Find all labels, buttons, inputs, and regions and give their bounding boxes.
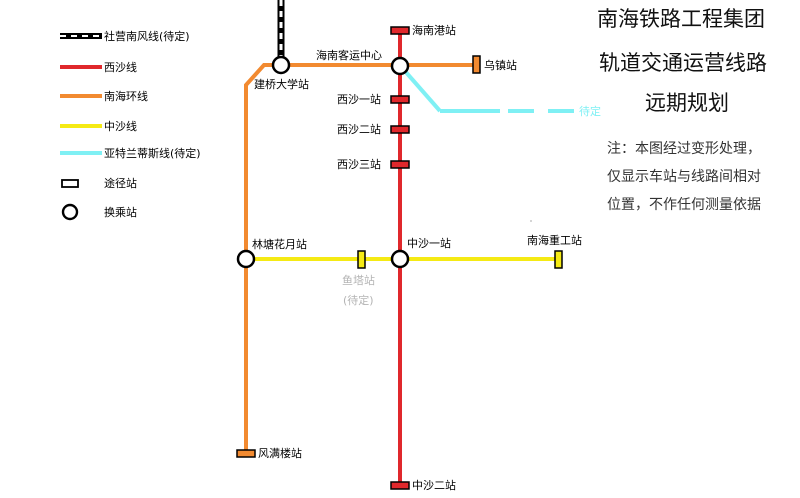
legend-regular-station-label: 途径站 bbox=[104, 177, 137, 190]
station-label-hainangang[interactable]: 海南港站 bbox=[412, 24, 456, 37]
title-line-1: 南海铁路工程集团 bbox=[597, 7, 765, 31]
station-label-jianqiao[interactable]: 建桥大学站 bbox=[254, 78, 309, 91]
station-marker-hainangang[interactable] bbox=[390, 26, 410, 35]
transfer-marker-lintang[interactable] bbox=[236, 249, 256, 269]
station-label-zhongsha1[interactable]: 中沙一站 bbox=[407, 237, 451, 250]
title-line-2: 轨道交通运营线路 bbox=[599, 51, 767, 75]
station-label-xisha1[interactable]: 西沙一站 bbox=[337, 93, 381, 106]
station-label-zhongsha2[interactable]: 中沙二站 bbox=[412, 479, 456, 492]
station-label-wuzhen[interactable]: 乌镇站 bbox=[484, 59, 517, 72]
speck bbox=[530, 220, 532, 222]
note-line-3: 位置，不作任何测量依据 bbox=[607, 197, 761, 213]
yate-pending-label: 待定 bbox=[579, 105, 601, 118]
note-line-1: 注：本图经过变形处理， bbox=[607, 141, 761, 157]
transfer-marker-zhongsha1[interactable] bbox=[390, 249, 410, 269]
station-label-xisha3[interactable]: 西沙三站 bbox=[337, 158, 381, 171]
legend-yate-label: 亚特兰蒂斯线(待定) bbox=[104, 147, 201, 160]
station-label-yuta-status: (待定) bbox=[343, 294, 374, 307]
station-marker-xisha3[interactable] bbox=[390, 160, 410, 169]
station-label-lintang[interactable]: 林塘花月站 bbox=[252, 238, 307, 251]
station-marker-wuzhen[interactable] bbox=[472, 55, 481, 74]
legend-xisha-label: 西沙线 bbox=[104, 61, 137, 74]
station-label-yuta[interactable]: 鱼塔站 bbox=[342, 274, 375, 287]
station-marker-zhongsha2[interactable] bbox=[390, 481, 410, 490]
line-yate bbox=[402, 68, 575, 113]
transfer-marker-keyun[interactable] bbox=[390, 56, 410, 76]
title-line-3: 远期规划 bbox=[645, 91, 729, 115]
station-marker-fengman[interactable] bbox=[236, 449, 256, 458]
station-label-keyun[interactable]: 海南客运中心 bbox=[316, 49, 382, 62]
station-label-fengman[interactable]: 风满楼站 bbox=[258, 447, 302, 460]
legend-symbols bbox=[60, 33, 102, 221]
station-marker-nanhai-zhonggong[interactable] bbox=[554, 250, 563, 269]
legend-shefeng-label: 社营南风线(待定) bbox=[104, 30, 190, 43]
station-label-nanhai-zhonggong[interactable]: 南海重工站 bbox=[527, 234, 582, 247]
legend-zhongsha-label: 中沙线 bbox=[104, 120, 137, 133]
legend-transfer-station-label: 换乘站 bbox=[104, 206, 137, 219]
note-line-2: 仅显示车站与线路间相对 bbox=[607, 169, 761, 185]
transfer-marker-jianqiao[interactable] bbox=[271, 55, 291, 75]
station-marker-xisha2[interactable] bbox=[390, 125, 410, 134]
station-marker-xisha1[interactable] bbox=[390, 95, 410, 104]
legend-nanhai-label: 南海环线 bbox=[104, 90, 148, 103]
line-nanhai bbox=[244, 63, 477, 453]
station-marker-yuta[interactable] bbox=[357, 250, 366, 269]
station-label-xisha2[interactable]: 西沙二站 bbox=[337, 123, 381, 136]
